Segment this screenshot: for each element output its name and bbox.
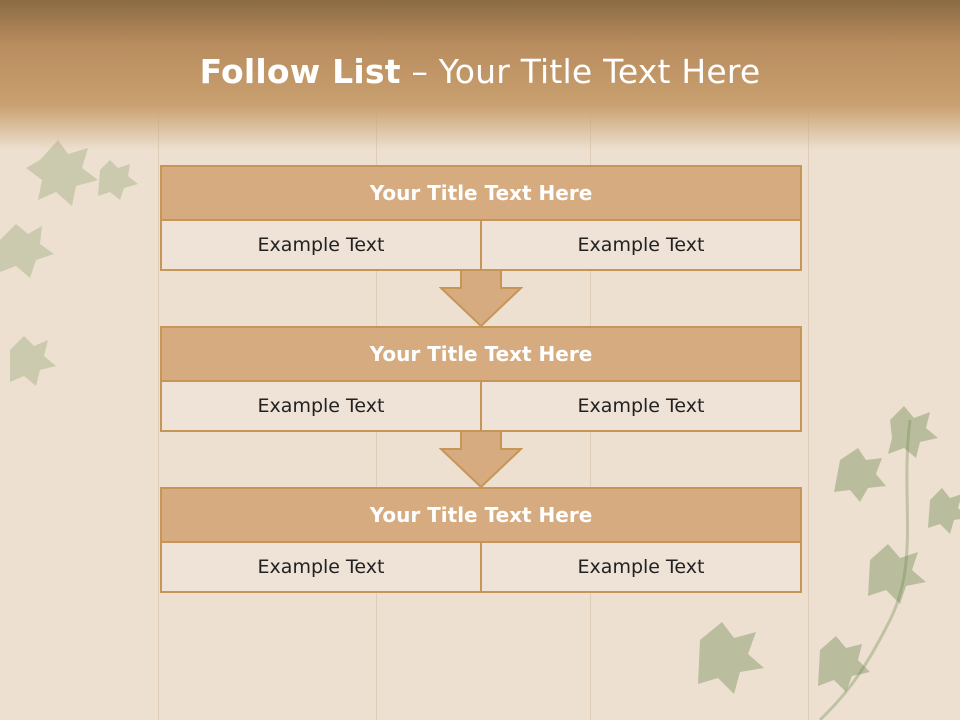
step-title: Your Title Text Here — [160, 487, 802, 543]
wood-plank — [0, 0, 159, 720]
title-separator: – — [400, 52, 429, 91]
step-cell-left: Example Text — [257, 234, 385, 256]
ivy-leaves-icon — [0, 140, 138, 386]
slide-title: Follow List – Your Title Text Here — [0, 52, 960, 91]
step-row: Example Text Example Text — [160, 382, 802, 432]
step-cell-left: Example Text — [257, 395, 385, 417]
step-row: Example Text Example Text — [160, 543, 802, 593]
title-bold: Follow List — [199, 52, 401, 91]
step-block-3: Your Title Text Here Example Text Exampl… — [160, 487, 802, 593]
step-block-1: Your Title Text Here Example Text Exampl… — [160, 165, 802, 271]
step-title: Your Title Text Here — [160, 165, 802, 221]
title-rest: Your Title Text Here — [428, 52, 761, 91]
ivy-leaves-icon — [698, 406, 960, 720]
down-arrow-icon — [439, 270, 523, 328]
step-cell-right: Example Text — [480, 382, 800, 430]
header-band — [0, 0, 960, 150]
down-arrow-icon — [439, 431, 523, 489]
step-title: Your Title Text Here — [160, 326, 802, 382]
step-row: Example Text Example Text — [160, 221, 802, 271]
step-cell-left: Example Text — [257, 556, 385, 578]
step-cell-right: Example Text — [480, 543, 800, 591]
wood-plank — [590, 0, 809, 720]
step-block-2: Your Title Text Here Example Text Exampl… — [160, 326, 802, 432]
step-cell-right: Example Text — [480, 221, 800, 269]
